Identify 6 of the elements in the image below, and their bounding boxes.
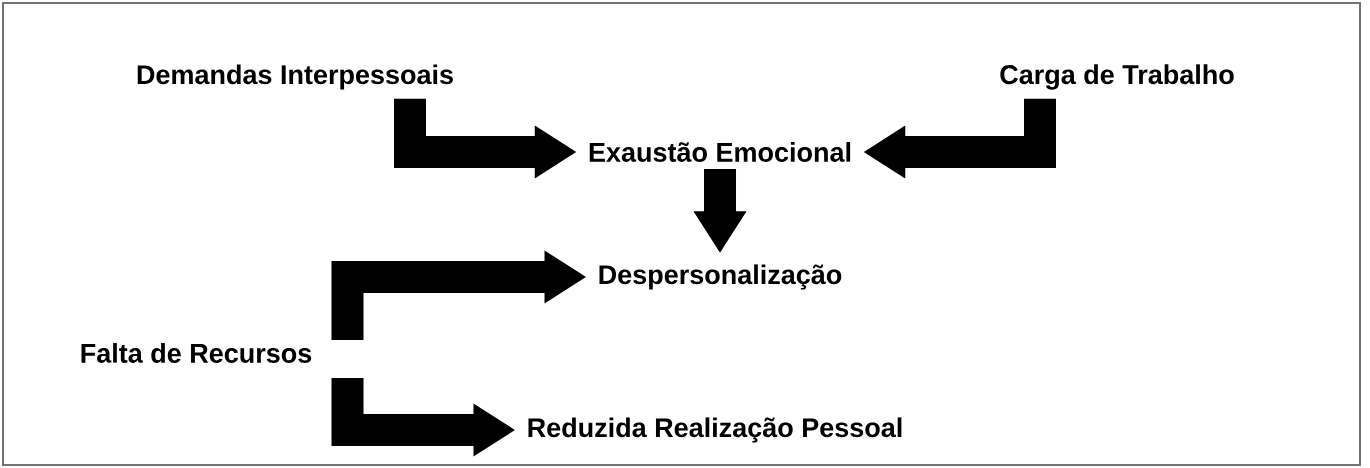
node-label: Falta de Recursos [81, 343, 312, 363]
node-label: Despersonalização [599, 264, 842, 290]
node-label: Carga de Trabalho [1000, 64, 1234, 90]
node-label: Demandas Interpessoais [137, 64, 453, 90]
node-label: Exaustão Emocional [589, 142, 851, 162]
node-label: Reduzida Realização Pessoal [528, 417, 902, 443]
